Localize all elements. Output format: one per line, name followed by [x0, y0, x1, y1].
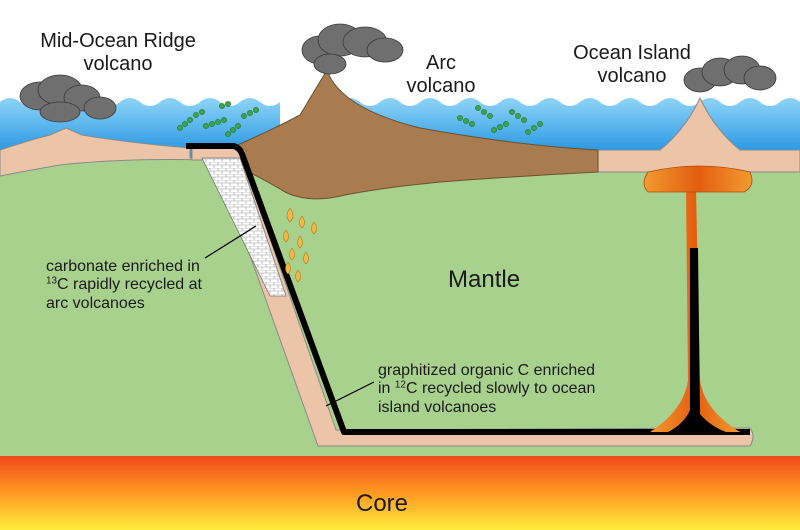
ocean-island-label: Ocean Island volcano — [573, 42, 691, 87]
mantle-label: Mantle — [448, 266, 521, 293]
arc-wedge — [225, 68, 599, 200]
plume-carbon-core — [668, 248, 726, 432]
oceanic-crust-right — [597, 96, 800, 173]
core-region — [0, 456, 800, 530]
carbonate-leader-line — [204, 225, 257, 259]
mid-ocean-ridge-label: Mid-Ocean Ridge volcano — [40, 30, 196, 75]
smoke-plumes — [19, 23, 777, 123]
mantle-region — [0, 150, 800, 460]
graphite-leader-line — [325, 381, 375, 407]
graphite-layer — [186, 143, 750, 435]
arc-volcano-label: Arc volcano — [406, 52, 476, 97]
plankton-chains — [177, 101, 543, 137]
graphitized-annotation: graphitized organic C enriched in 12C re… — [378, 362, 596, 416]
carbonate-layer — [201, 157, 287, 297]
core-label: Core — [356, 490, 409, 517]
carbonate-annotation: carbonate enriched in 13C rapidly recycl… — [46, 258, 202, 312]
melt-droplets — [283, 207, 317, 283]
mantle-plume-head — [643, 165, 753, 193]
